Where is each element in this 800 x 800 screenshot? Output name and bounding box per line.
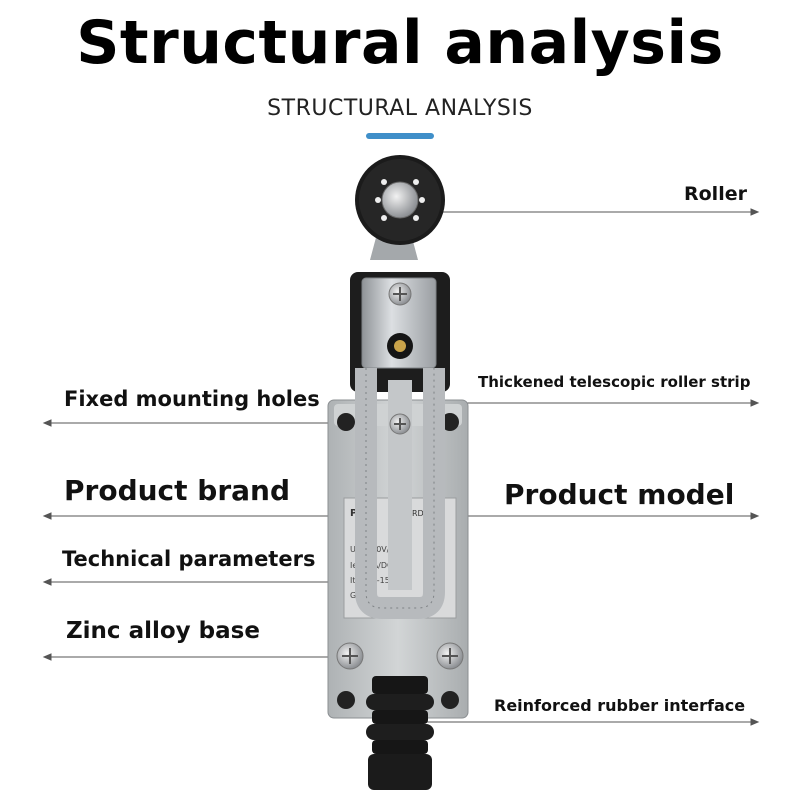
mounting-hole-bottom-left bbox=[337, 691, 355, 709]
label-telescopic-strip: Thickened telescopic roller strip bbox=[478, 373, 751, 391]
arrow-rubber-icon bbox=[750, 718, 760, 726]
label-technical-parameters: Technical parameters bbox=[62, 547, 316, 571]
page-title: Structural analysis bbox=[76, 8, 724, 78]
arrow-model-icon bbox=[750, 512, 760, 520]
label-roller: Roller bbox=[684, 183, 747, 205]
label-mounting-holes: Fixed mounting holes bbox=[64, 387, 320, 411]
rubber-interface bbox=[366, 676, 434, 790]
arrow-strip-icon bbox=[750, 399, 760, 407]
leader-lines bbox=[42, 208, 760, 726]
label-product-brand: Product brand bbox=[64, 474, 290, 507]
accent-bar bbox=[366, 133, 434, 139]
telescopic-strip bbox=[355, 368, 445, 619]
base-screws bbox=[336, 642, 464, 670]
label-product-model: Product model bbox=[504, 478, 735, 511]
arrow-brand-icon bbox=[42, 512, 52, 520]
arrow-holes-icon bbox=[42, 419, 52, 427]
arrow-base-icon bbox=[42, 653, 52, 661]
mounting-hole-right bbox=[441, 413, 459, 431]
arrow-roller-icon bbox=[750, 208, 760, 216]
mounting-hole-bottom-right bbox=[441, 691, 459, 709]
page-subtitle: STRUCTURAL ANALYSIS bbox=[267, 96, 533, 121]
roller-arm bbox=[361, 230, 437, 369]
label-zinc-alloy-base: Zinc alloy base bbox=[66, 618, 260, 644]
roller-wheel bbox=[355, 155, 445, 245]
label-rubber-interface: Reinforced rubber interface bbox=[494, 696, 746, 715]
mounting-hole-left bbox=[337, 413, 355, 431]
arrow-params-icon bbox=[42, 578, 52, 586]
